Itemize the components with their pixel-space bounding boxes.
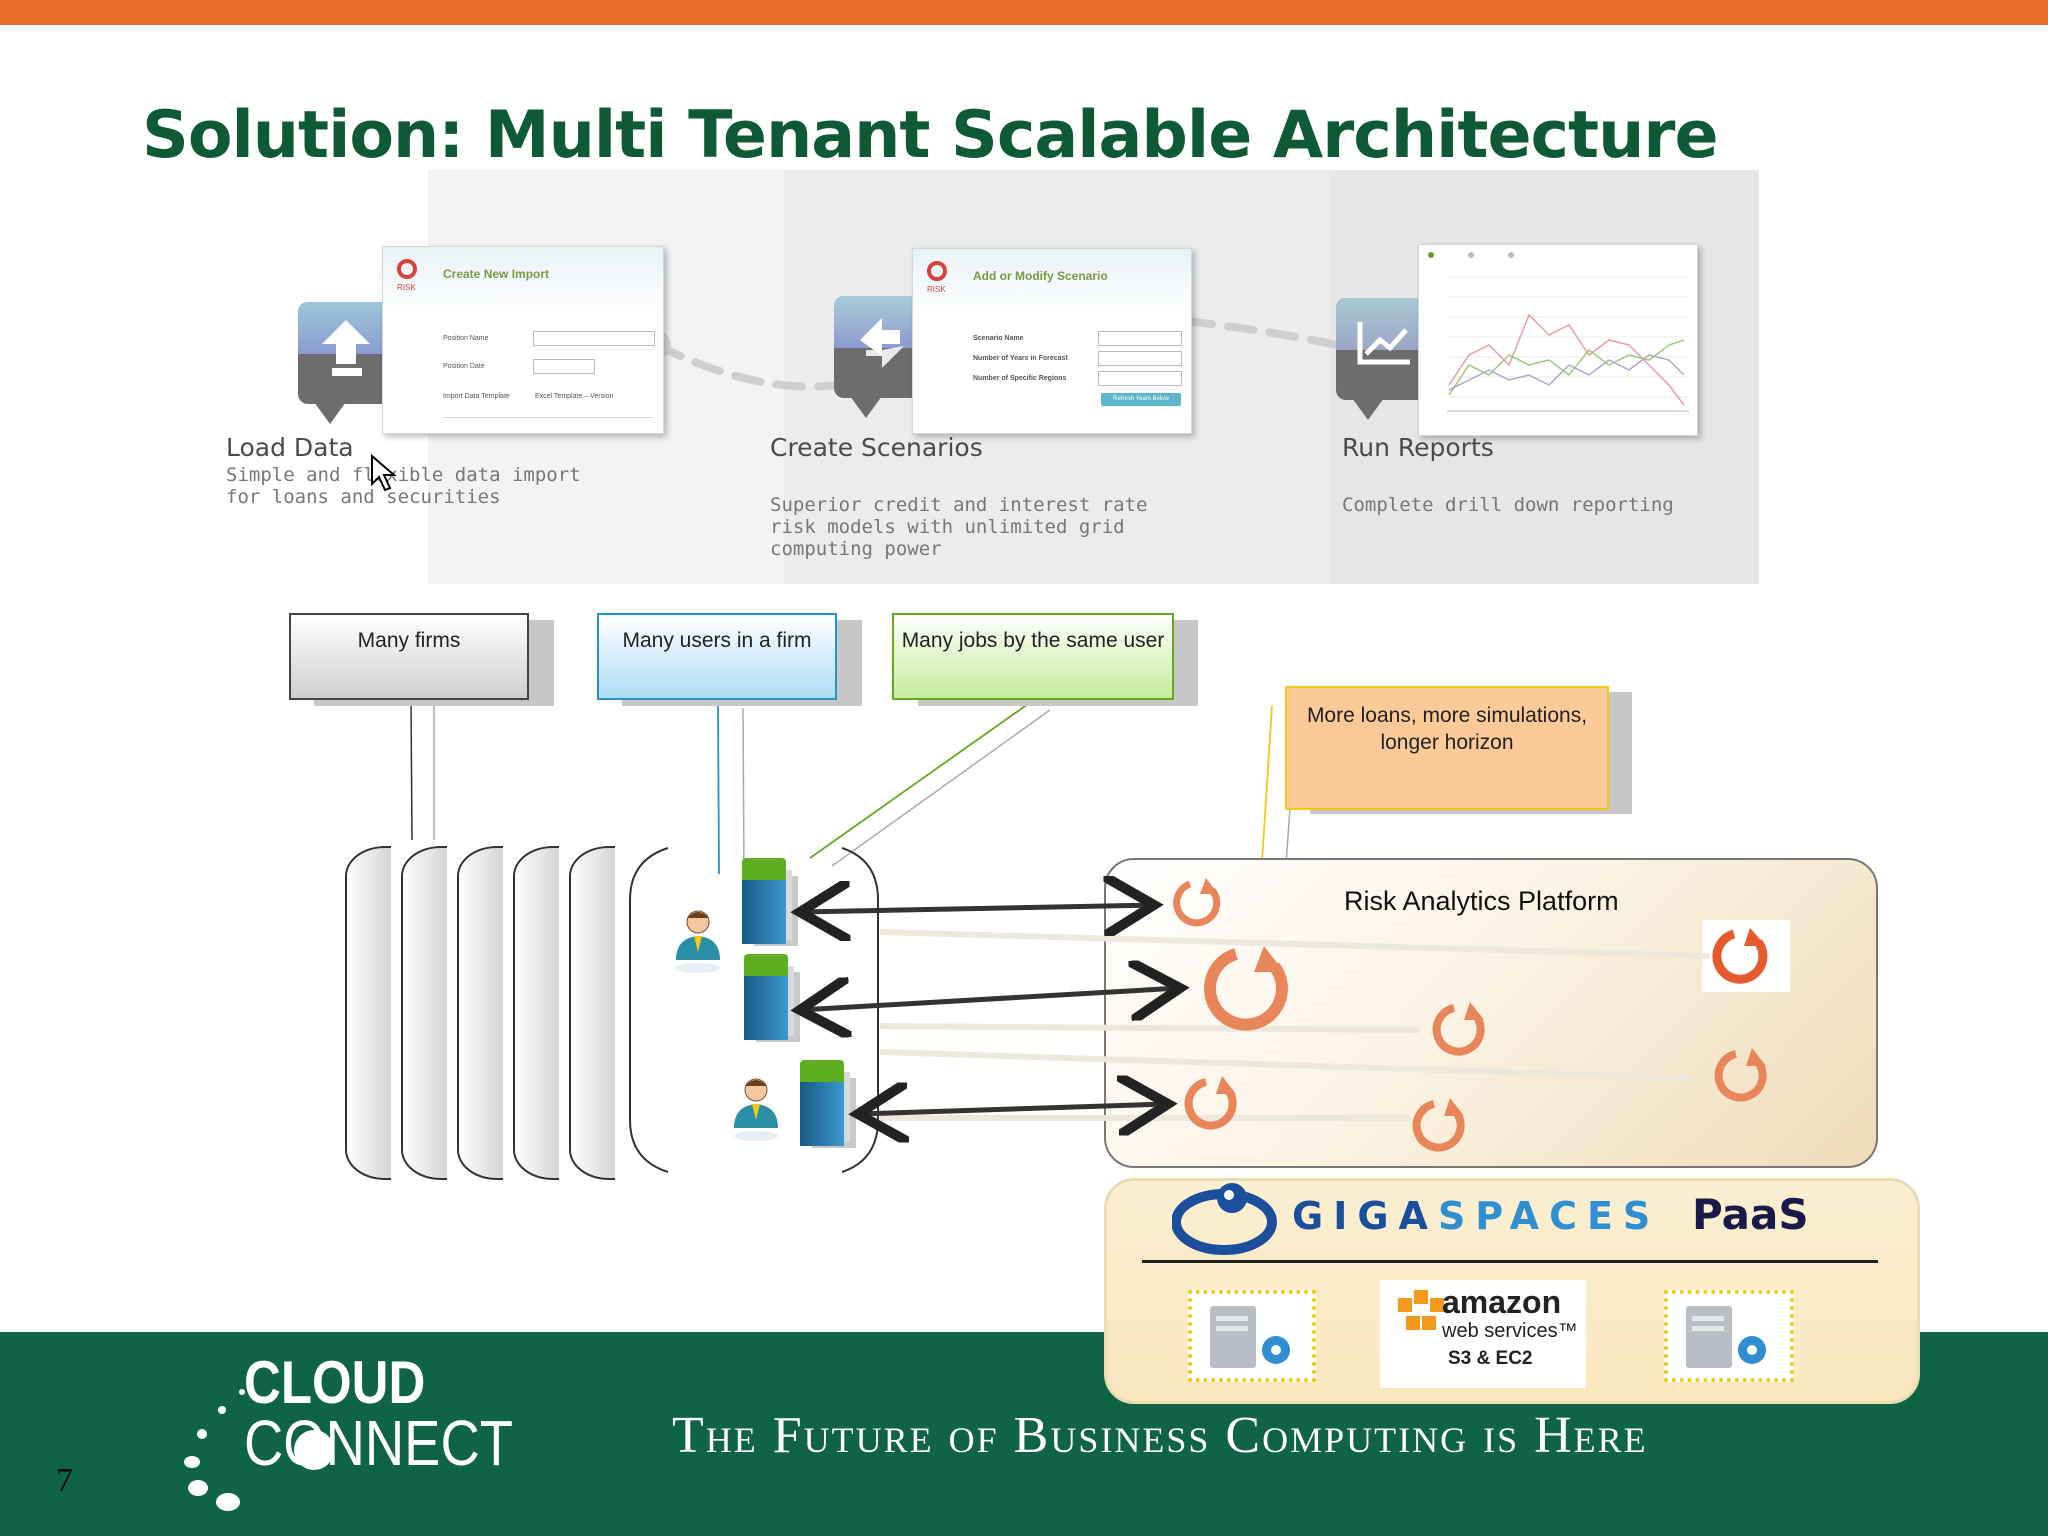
step-create-scenarios-description: Superior credit and interest rate risk m… — [770, 494, 1148, 560]
firm-column — [457, 846, 503, 1180]
amazon-wordmark: amazon — [1442, 1284, 1562, 1320]
import-field-label: Position Name — [443, 335, 489, 342]
scenario-window-title: Add or Modify Scenario — [973, 269, 1108, 283]
report-chart-preview — [1418, 244, 1698, 436]
cloud-connect-swirl-icon — [184, 1389, 245, 1511]
scenario-field-input — [1098, 351, 1182, 366]
step-run-reports-description: Complete drill down reporting — [1342, 494, 1674, 516]
import-field-label: Position Date — [443, 363, 485, 370]
report-icon-tail — [1352, 398, 1384, 420]
risk-label: RISK — [927, 285, 946, 294]
refresh-icon — [1412, 1098, 1465, 1152]
tag-more-loans: More loans, more simulations, longer hor… — [1285, 686, 1609, 810]
amazon-web-services-logo: amazon web services™ S3 & EC2 — [1380, 1280, 1586, 1388]
gigaspaces-logo-icon — [1172, 1183, 1277, 1255]
s3-ec2-label: S3 & EC2 — [1448, 1348, 1533, 1369]
upload-icon — [298, 302, 394, 404]
step-load-data-heading: Load Data — [226, 433, 354, 462]
import-window-preview: RISK Create New Import Position Name Pos… — [382, 246, 664, 434]
refresh-icon — [1714, 1048, 1767, 1102]
logo-connect-text: CONNECT — [244, 1407, 513, 1479]
scenario-field-label: Scenario Name — [973, 335, 1024, 342]
footer-tagline: The Future of Business Computing is Here — [672, 1407, 1648, 1464]
aws-cubes-icon — [1398, 1290, 1444, 1330]
platform-label: Risk Analytics Platform — [1344, 886, 1619, 916]
refresh-icon — [1204, 946, 1288, 1031]
refresh-icon — [1712, 928, 1768, 984]
refresh-icon — [1432, 1002, 1485, 1056]
gigaspaces-wordmark: GIGASPACES — [1292, 1194, 1661, 1238]
tag-many-users: Many users in a firm — [597, 613, 837, 700]
step-load-data-description: Simple and flexible data import for loan… — [226, 464, 581, 508]
refresh-icon — [1173, 878, 1221, 927]
import-field-input — [533, 359, 595, 374]
import-field-value: Excel Template – Version — [535, 393, 614, 400]
report-icon — [1336, 298, 1432, 400]
user-avatar-icon — [734, 1078, 778, 1141]
tag-many-firms: Many firms — [289, 613, 529, 700]
scenario-field-input — [1098, 331, 1182, 346]
upload-icon-tail — [314, 402, 346, 424]
tag-many-jobs: Many jobs by the same user — [892, 613, 1174, 700]
scenario-field-input — [1098, 371, 1182, 386]
scenario-icon-tail — [850, 396, 882, 418]
firm-column — [513, 846, 559, 1180]
top-accent-bar — [0, 0, 2048, 25]
server-node-left — [1188, 1290, 1316, 1382]
mouse-cursor-icon — [371, 454, 397, 492]
slide-title: Solution: Multi Tenant Scalable Architec… — [142, 98, 1719, 173]
firm-column — [401, 846, 447, 1180]
page-number: 7 — [56, 1462, 73, 1499]
scenario-window-preview: RISK Add or Modify Scenario Scenario Nam… — [912, 248, 1192, 434]
web-services-wordmark: web services™ — [1442, 1320, 1578, 1342]
scenario-field-label: Number of Years in Forecast — [973, 355, 1068, 362]
server-node-right — [1664, 1290, 1794, 1382]
scenario-refresh-button: Refresh Years Below — [1101, 393, 1181, 406]
user-avatar-icon — [676, 910, 720, 973]
paas-label: PaaS — [1692, 1190, 1809, 1239]
import-field-input — [533, 331, 655, 346]
logo-cloud-text: CLOUD — [244, 1349, 426, 1416]
job-stack-icon — [744, 954, 800, 1042]
refresh-icon — [1184, 1076, 1237, 1130]
step-create-scenarios-heading: Create Scenarios — [770, 433, 983, 462]
gigaspaces-divider — [1142, 1260, 1878, 1263]
scenario-field-label: Number of Specific Regions — [973, 375, 1067, 382]
step-run-reports-heading: Run Reports — [1342, 433, 1494, 462]
firm-column — [345, 846, 391, 1180]
risk-label: RISK — [397, 283, 416, 292]
import-window-title: Create New Import — [443, 267, 550, 281]
import-field-label: Import Data Template — [443, 393, 510, 400]
cloud-connect-dot — [294, 1430, 334, 1470]
